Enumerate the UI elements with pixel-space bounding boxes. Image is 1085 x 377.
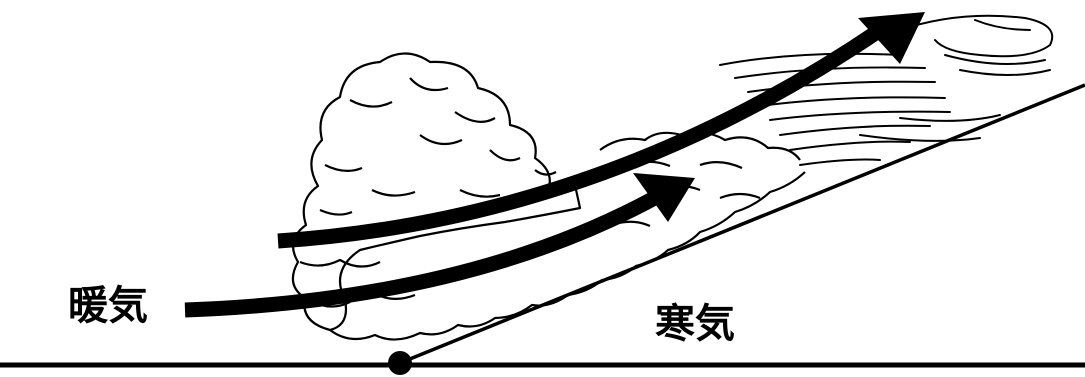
warm-air-upper-arrow: [277, 12, 925, 249]
cold-air-label: 寒気: [655, 301, 735, 347]
warm-air-label: 暖気: [68, 283, 148, 329]
warm-air-lower-arrow: [184, 173, 695, 318]
cumulus-cloud: [291, 52, 582, 332]
cirrostratus-cloud-streaks: [719, 14, 1054, 166]
front-position-dot: [388, 351, 412, 375]
frontal-surface-line: [399, 83, 1085, 365]
